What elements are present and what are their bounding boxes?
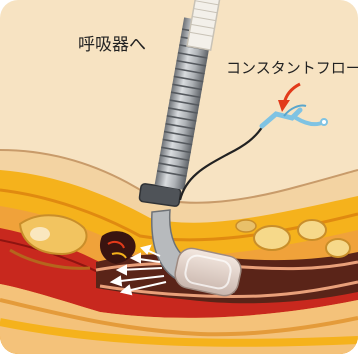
cartilage-3 — [326, 239, 350, 257]
cartilage-2 — [298, 220, 326, 240]
label-to-ventilator: 呼吸器へ — [78, 30, 146, 55]
label-constant-flow: コンスタントフロー — [226, 57, 358, 78]
cartilage-1 — [254, 226, 290, 250]
